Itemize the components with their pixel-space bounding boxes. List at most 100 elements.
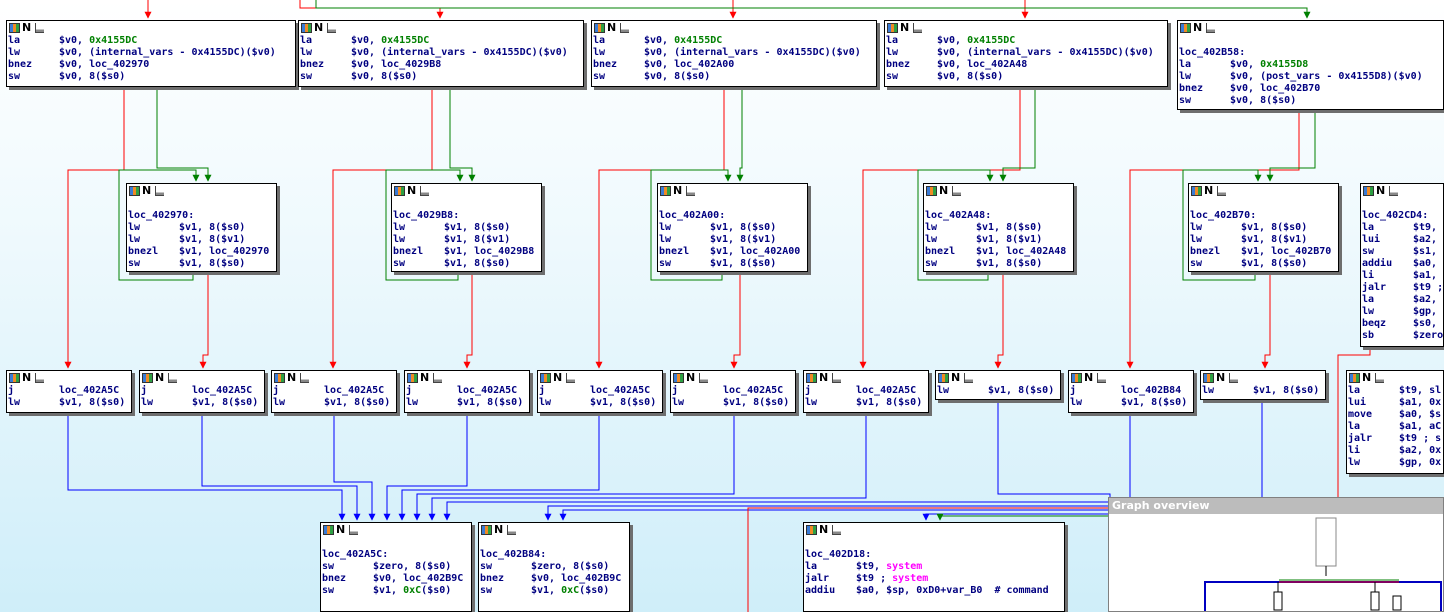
instruction-line[interactable]: lw$v1, 8($v1)	[127, 234, 276, 246]
instruction-line[interactable]: sw$v1, 8($s0)	[658, 258, 807, 270]
instruction-line[interactable]: lw$v1, 8($s0)	[392, 222, 541, 234]
instruction-line[interactable]: sw$v0, 8($s0)	[1178, 95, 1443, 107]
instruction-line[interactable]: lw$v1, 8($s0)	[804, 397, 928, 409]
instruction-line[interactable]: lui$a2,	[1361, 234, 1443, 246]
instruction-line[interactable]: lw$v1, 8($s0)	[658, 222, 807, 234]
instruction-line[interactable]: la$v0, 0x4155DC	[885, 35, 1167, 47]
instruction-line[interactable]: sw$v1, 8($s0)	[924, 258, 1073, 270]
instruction-line[interactable]: lw$gp,	[1361, 306, 1443, 318]
block-label[interactable]: loc_402B84:	[480, 549, 547, 560]
instruction-line[interactable]: la$t9, sl	[1347, 385, 1443, 397]
instruction-line[interactable]: lw$v1, 8($s0)	[924, 222, 1073, 234]
instruction-line[interactable]: lw$gp, 0x	[1347, 457, 1443, 469]
instruction-line[interactable]: bnez$v0, loc_402B9C	[321, 573, 471, 585]
instruction-line[interactable]: lw$v0, (internal_vars - 0x4155DC)($v0)	[592, 47, 876, 59]
instruction-line[interactable]: bnezl$v1, loc_402A48	[924, 246, 1073, 258]
instruction-line[interactable]: sb$zero	[1361, 330, 1443, 342]
instruction-line[interactable]: lw$v1, 8($s0)	[1201, 385, 1325, 397]
instruction-line[interactable]: sw$v1, 8($s0)	[127, 258, 276, 270]
instruction-line[interactable]: sw$s1,	[1361, 246, 1443, 258]
instruction-line[interactable]: bnezl$v1, loc_402B70	[1189, 246, 1338, 258]
graph-overview-panel[interactable]: Graph overview	[1108, 497, 1444, 612]
instruction-line[interactable]: sw$v0, 8($s0)	[592, 71, 876, 83]
instruction-line[interactable]: bnezl$v1, loc_402A00	[658, 246, 807, 258]
block-label[interactable]: loc_4029B8:	[393, 210, 460, 221]
instruction-line[interactable]: la$t9, system	[804, 561, 1064, 573]
instruction-line[interactable]: beqz$s0,	[1361, 318, 1443, 330]
instruction-line[interactable]: la$a2,	[1361, 294, 1443, 306]
block-label[interactable]: loc_402D18:	[805, 549, 872, 560]
instruction-line[interactable]: bnez$v0, loc_402A48	[885, 59, 1167, 71]
block-label[interactable]: loc_402B58:	[1179, 47, 1246, 58]
instruction-line[interactable]: la$v0, 0x4155DC	[7, 35, 295, 47]
instruction-line[interactable]: sw$v0, 8($s0)	[885, 71, 1167, 83]
instruction-line[interactable]: jalr$t9 ; s	[1347, 433, 1443, 445]
instruction-line[interactable]: bnezl$v1, loc_4029B8	[392, 246, 541, 258]
block-label[interactable]: loc_402A00:	[659, 210, 726, 221]
instruction-line[interactable]: lw$v1, 8($v1)	[924, 234, 1073, 246]
instruction-line[interactable]: lw$v1, 8($s0)	[272, 397, 396, 409]
instruction-line[interactable]: lw$v0, (internal_vars - 0x4155DC)($v0)	[7, 47, 295, 59]
instruction-line[interactable]: lw$v0, (post_vars - 0x4155D8)($v0)	[1178, 71, 1443, 83]
instruction-line[interactable]: la$a1, aC	[1347, 421, 1443, 433]
block-label[interactable]: loc_402B70:	[1190, 210, 1257, 221]
instruction-line[interactable]: bnez$v0, loc_402B9C	[479, 573, 629, 585]
instruction-line[interactable]: la$v0, 0x4155DC	[592, 35, 876, 47]
block-label[interactable]: loc_402A48:	[925, 210, 992, 221]
instruction-line[interactable]: lw$v0, (internal_vars - 0x4155DC)($v0)	[885, 47, 1167, 59]
block-label[interactable]: loc_402970:	[128, 210, 195, 221]
instruction-line[interactable]: lw$v1, 8($v1)	[658, 234, 807, 246]
instruction-line[interactable]: bnez$v0, loc_402A00	[592, 59, 876, 71]
instruction-line[interactable]: addiu$a0, $sp, 0xD0+var_B0 # command	[804, 585, 1064, 597]
instruction-line[interactable]: lw$v1, 8($s0)	[127, 222, 276, 234]
instruction-line[interactable]: sw$zero, 8($s0)	[321, 561, 471, 573]
instruction-line[interactable]: lw$v1, 8($s0)	[1069, 397, 1193, 409]
instruction-line[interactable]: li$a1,	[1361, 270, 1443, 282]
instruction-line[interactable]: jalr$t9 ; system	[804, 573, 1064, 585]
instruction-line[interactable]: lw$v1, 8($s0)	[538, 397, 662, 409]
instruction-line[interactable]: sw$v0, 8($s0)	[299, 71, 583, 83]
instruction-line[interactable]: addiu$a0,	[1361, 258, 1443, 270]
instruction-line[interactable]: lw$v1, 8($s0)	[405, 397, 529, 409]
block-label[interactable]: loc_402A5C:	[322, 549, 389, 560]
instruction-line[interactable]: lw$v1, 8($s0)	[671, 397, 795, 409]
instruction-line[interactable]: lw$v1, 8($s0)	[7, 397, 131, 409]
instruction-line[interactable]: sw$zero, 8($s0)	[479, 561, 629, 573]
instruction-line[interactable]: lui$a1, 0x	[1347, 397, 1443, 409]
instruction-line[interactable]: bnez$v0, loc_4029B8	[299, 59, 583, 71]
block-label[interactable]: loc_402CD4:	[1362, 210, 1429, 221]
instruction-line[interactable]: sw$v1, 8($s0)	[392, 258, 541, 270]
instruction-line[interactable]: li$a2, 0x	[1347, 445, 1443, 457]
instruction-line[interactable]: la$v0, 0x4155D8	[1178, 59, 1443, 71]
instruction-line[interactable]: bnez$v0, loc_402970	[7, 59, 295, 71]
